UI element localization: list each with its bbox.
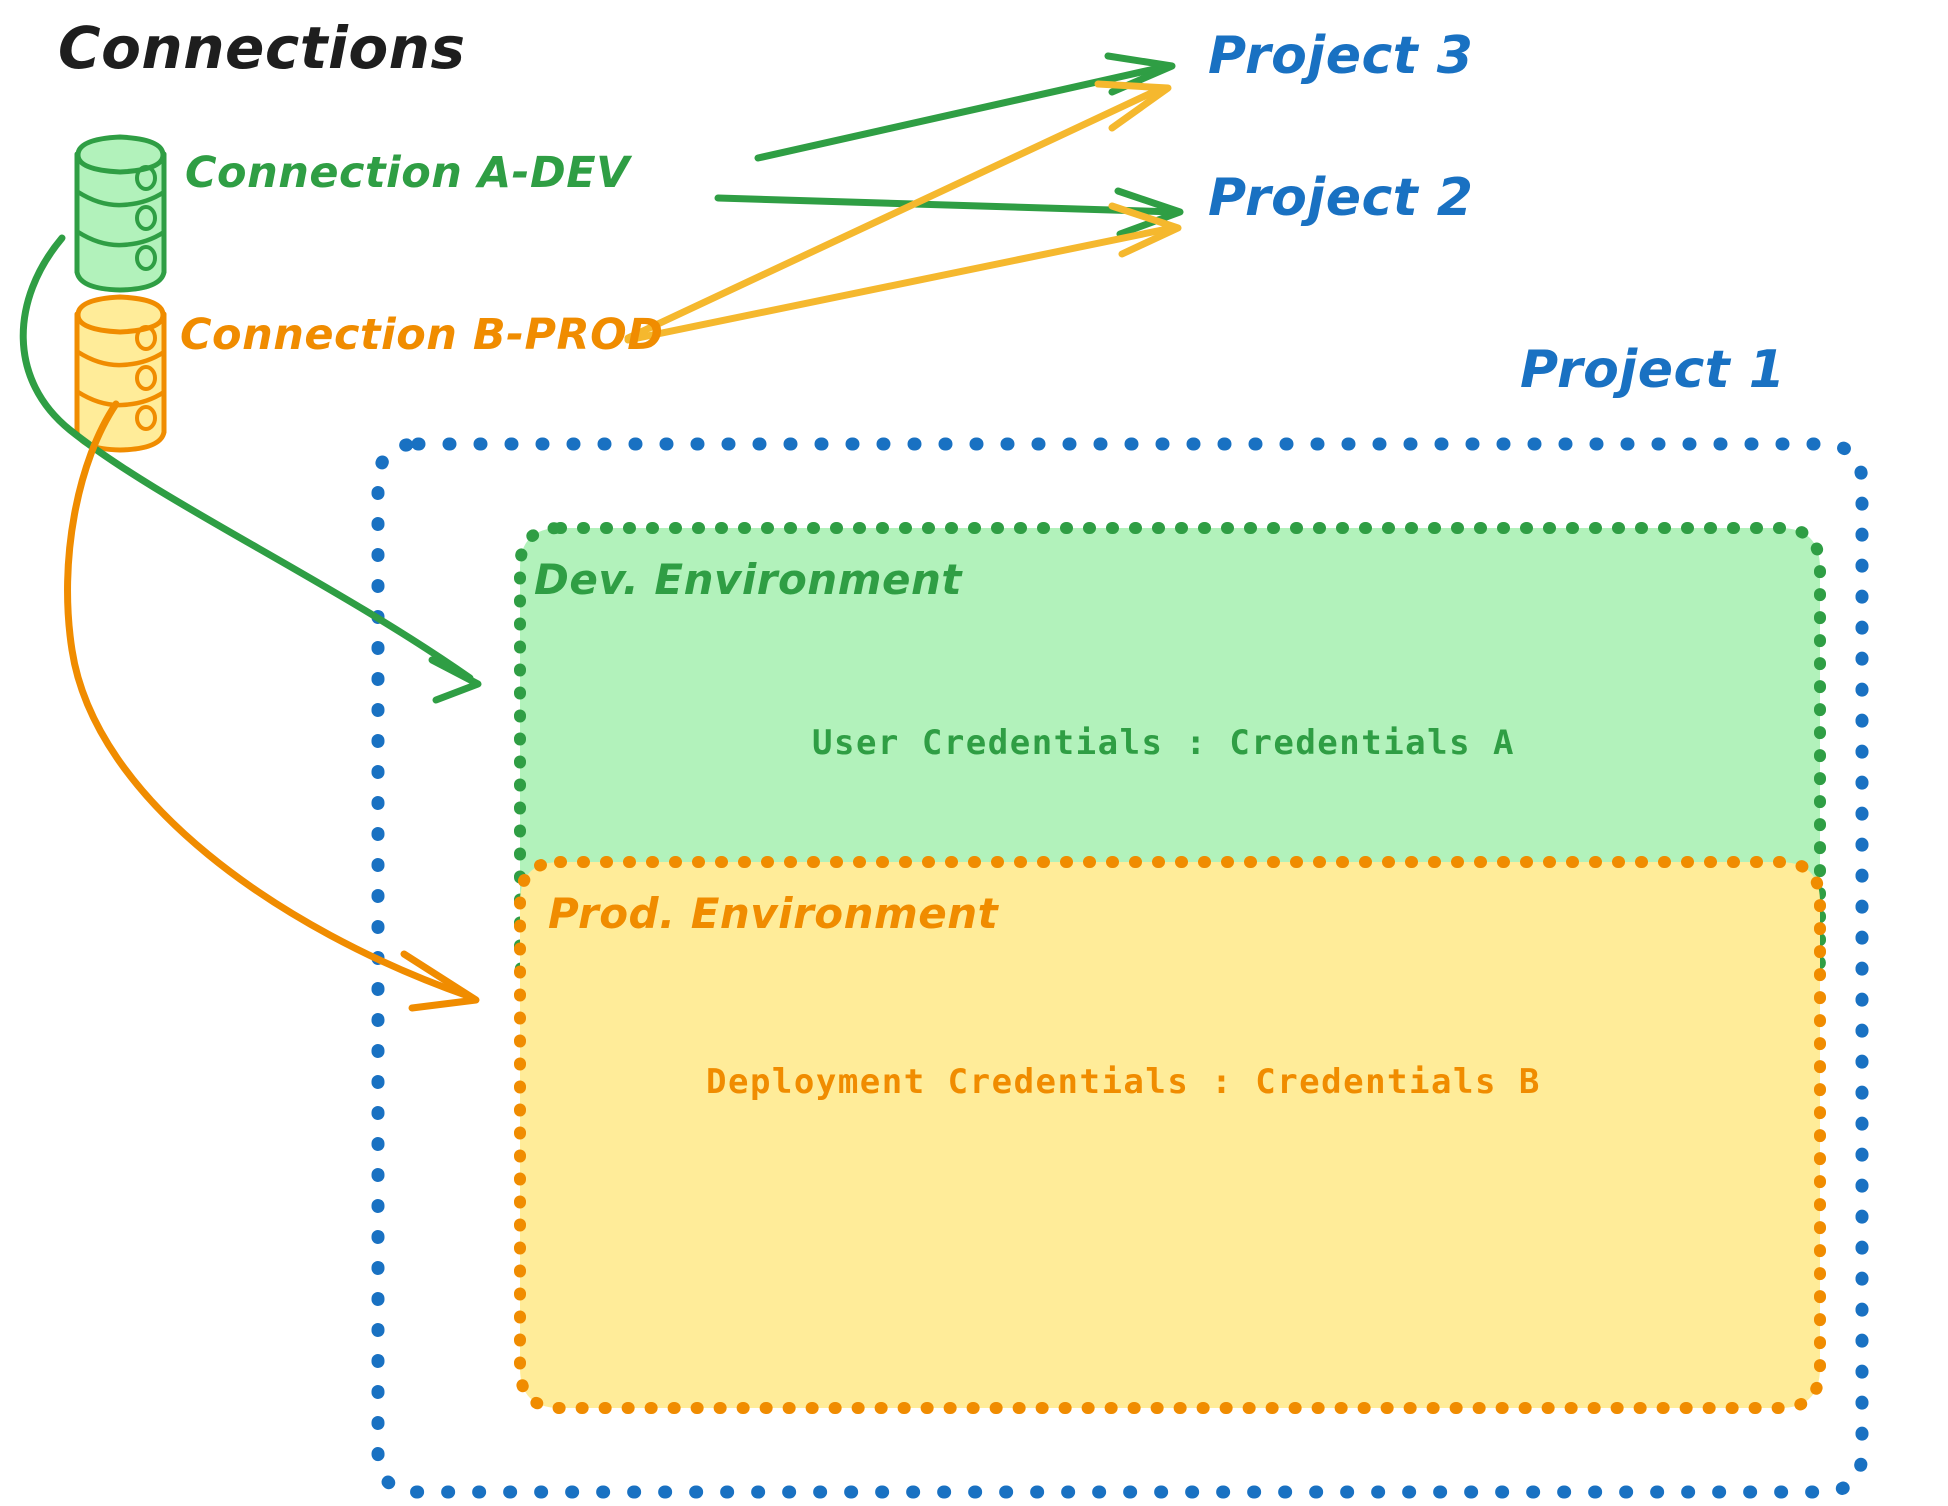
dev-environment-credentials: User Credentials : Credentials A <box>812 723 1516 763</box>
prod-environment-credentials: Deployment Credentials : Credentials B <box>706 1062 1541 1102</box>
prod-environment-title: Prod. Environment <box>548 889 999 938</box>
project-1-boundary <box>371 437 1869 1499</box>
arrow-conn-b-to-prod-environment <box>64 400 480 1012</box>
connection-b-prod-label[interactable]: Connection B-PROD <box>180 310 664 360</box>
project-2-label[interactable]: Project 2 <box>1208 168 1474 228</box>
prod-environment-box[interactable] <box>514 856 1826 1414</box>
connection-a-dev-label[interactable]: Connection A-DEV <box>185 148 630 198</box>
arrow-conn-b-to-project-3 <box>624 80 1172 342</box>
database-cylinder-icon-orange[interactable] <box>74 294 167 453</box>
arrow-conn-b-to-project-2 <box>624 202 1182 344</box>
project-1-label[interactable]: Project 1 <box>1520 340 1786 400</box>
arrow-conn-a-to-dev-environment <box>19 234 482 704</box>
page-title: Connections <box>58 14 466 82</box>
arrow-conn-a-to-project-2 <box>714 187 1184 238</box>
dev-environment-title: Dev. Environment <box>534 555 962 604</box>
project-3-label[interactable]: Project 3 <box>1208 26 1474 86</box>
database-cylinder-icon-green[interactable] <box>74 134 167 293</box>
arrow-conn-a-to-project-3 <box>754 52 1176 162</box>
